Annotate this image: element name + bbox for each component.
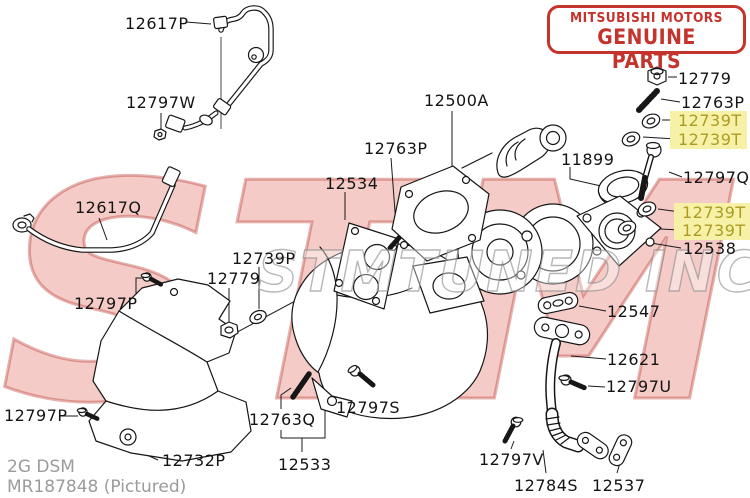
part-label-12797V: 12797V [479,450,544,469]
oil-drain-pipe-12621-drawing [533,316,591,419]
part-label-12739T: 12739T [674,221,750,240]
part-label-12547: 12547 [607,302,661,321]
genuine-parts-logo: MITSUBISHI MOTORS GENUINE PARTS [547,5,746,73]
part-label-12732P: 12732P [162,451,226,470]
part-label-12500A: 12500A [424,91,489,110]
part-label-12763P: 12763P [681,93,745,112]
logo-line2: GENUINE PARTS [597,25,696,73]
bolt-12797S-icon [347,364,376,388]
part-label-12763Q: 12763Q [249,410,316,429]
heat-shield-lower-drawing [88,278,252,462]
gasket-12537-drawing [608,434,633,467]
nut-12797W-icon [153,128,167,141]
gasket-12547-drawing [537,291,579,315]
stud-12763Q-icon [290,371,312,400]
part-label-12739T: 12739T [670,111,747,130]
part-label-12797S: 12797S [336,398,401,417]
part-label-12797U: 12797U [606,377,672,396]
bolt-12797U-icon [558,374,588,391]
part-label-12779: 12779 [207,269,261,288]
logo-line1: MITSUBISHI MOTORS [570,11,723,26]
footer-caption: 2G DSM MR187848 (Pictured) [7,457,186,497]
part-label-12621: 12621 [607,350,661,369]
nut-12779-right-icon [647,66,667,86]
stud-12763P-right-icon [636,88,660,113]
bolt-12797P-lower-icon [76,407,101,422]
bolt-12797P-upper-icon [140,272,165,288]
part-label-12537: 12537 [592,476,646,495]
part-label-12739T: 12739T [670,130,747,149]
oil-feed-pipe-drawing [153,5,274,141]
part-label-12797W: 12797W [126,93,196,112]
washer-12739P-icon [249,309,267,325]
footer-line1: 2G DSM [7,457,75,477]
part-label-12784S: 12784S [514,476,579,495]
part-label-12534: 12534 [325,174,379,193]
part-label-12797P: 12797P [74,294,138,313]
watermark-stm-line: STMTUNED INC. [258,240,750,305]
part-label-12617Q: 12617Q [75,198,142,217]
flex-hose-12784S-drawing [545,407,609,460]
bolt-12797Q-icon [638,141,662,201]
part-label-12739T: 12739T [674,203,750,222]
part-label-12797P: 12797P [4,406,68,425]
oil-return-pipe-drawing [12,166,181,253]
gasket-12534-drawing [333,222,400,310]
part-label-12533: 12533 [278,455,332,474]
bolt-12797V-icon [502,416,524,444]
part-label-12739P: 12739P [232,249,296,268]
part-label-12617P: 12617P [125,14,189,33]
part-label-12779: 12779 [678,69,732,88]
turbocharger-drawing [391,124,594,314]
footer-line2: MR187848 (Pictured) [7,477,187,497]
part-label-11899: 11899 [561,150,615,169]
nut-12779-center-icon [220,321,239,339]
part-label-12763P: 12763P [364,139,428,158]
washer-12739T-icons [617,113,661,236]
part-label-12538: 12538 [683,239,737,258]
part-label-12797Q: 12797Q [683,168,750,187]
